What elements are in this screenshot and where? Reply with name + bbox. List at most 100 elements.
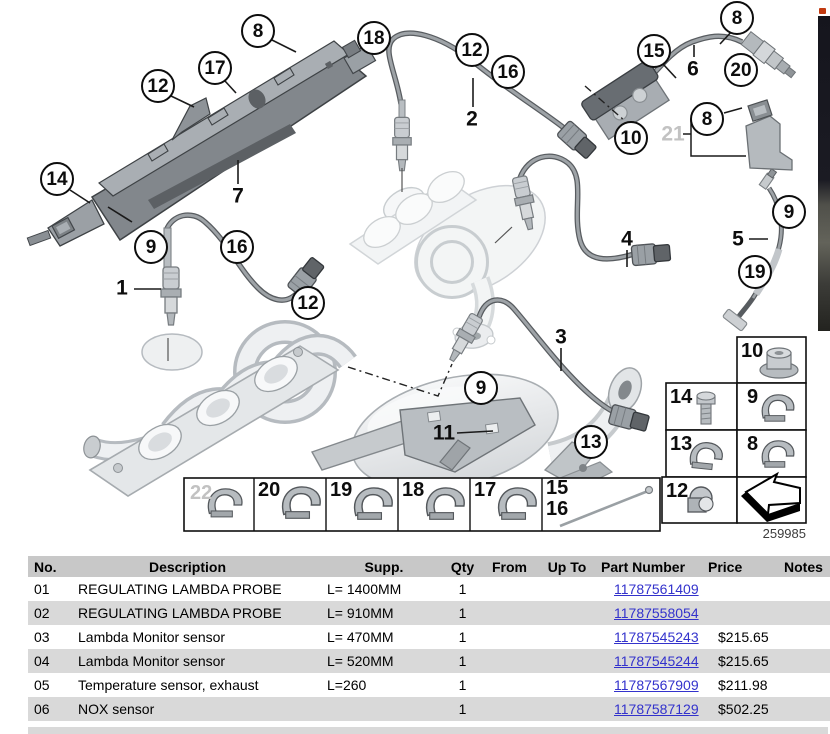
cell-up-to [537,697,597,721]
cell-price: $215.65 [704,649,780,673]
column-header-notes: Notes [780,556,830,577]
cell-from [482,697,537,721]
cable-tie-icon [559,485,654,528]
lambda-probe-1 [160,266,182,326]
part-number-link-11787561409[interactable]: 11787561409 [614,581,699,597]
cell-description: REGULATING LAMBDA PROBE [74,601,325,625]
red-mark [819,8,826,14]
column-header-price: Price [704,556,780,577]
cell-supp: L= 520MM [325,649,443,673]
cell-notes [780,601,830,625]
cell-description: Lambda Monitor sensor [74,649,325,673]
bracket-part-11 [310,397,536,473]
cell-no: 02 [28,601,74,625]
column-header-qty: Qty [443,556,482,577]
cell-qty: 1 [443,577,482,601]
cell-from [482,673,537,697]
bolt-icon [696,391,716,425]
column-header-from: From [482,556,537,577]
cell-supp: L=260 [325,673,443,697]
reference-lines [167,168,513,361]
cell-notes [780,697,830,721]
cell-description: Temperature sensor, exhaust [74,673,325,697]
part-number-cell: 11787558054 [597,601,704,625]
cell-from [482,601,537,625]
cell-notes [780,673,830,697]
cell-notes [780,625,830,649]
column-header-description: Description [74,556,325,577]
cell-description: REGULATING LAMBDA PROBE [74,577,325,601]
cell-supp: L= 470MM [325,625,443,649]
lambda-probes [160,30,797,366]
cell-qty: 1 [443,673,482,697]
cell-no: 04 [28,649,74,673]
cell-from [482,577,537,601]
clip-strip [183,477,661,532]
part-number-link-11787558054[interactable]: 11787558054 [614,605,699,621]
cell-price [704,601,780,625]
bracket-part-21 [683,99,793,171]
part-number-cell: 11787567909 [597,673,704,697]
cell-qty: 1 [443,601,482,625]
cell-from [482,649,537,673]
fastener-panel [661,336,807,524]
cell-no: 01 [28,577,74,601]
column-header-up-to: Up To [537,556,597,577]
dash-dot-lines [347,85,626,397]
part-number-cell: 11787545244 [597,649,704,673]
cell-price: $215.65 [704,625,780,649]
cell-description: Lambda Monitor sensor [74,625,325,649]
figure-number: 259985 [762,526,806,541]
column-header-part-number: Part Number [597,556,704,577]
cell-no: 05 [28,673,74,697]
probe-1-sleeve [163,227,172,271]
cell-qty: 1 [443,649,482,673]
cell-supp: L= 1400MM [325,577,443,601]
column-header-no-: No. [28,556,74,577]
cell-from [482,625,537,649]
cell-notes [780,577,830,601]
cell-price: $502.25 [704,697,780,721]
cell-description: NOX sensor [74,697,325,721]
exhaust-manifold-rear [348,170,546,349]
heat-shield-part-7 [26,39,377,247]
part-number-cell: 11787545243 [597,625,704,649]
cell-up-to [537,649,597,673]
part-number-link-11787567909[interactable]: 11787567909 [614,677,699,693]
next-row-partial [28,727,828,734]
nox-sensor-module [581,60,670,141]
cell-qty: 1 [443,697,482,721]
cell-price [704,577,780,601]
temperature-sensor [722,168,784,332]
cell-qty: 1 [443,625,482,649]
cell-up-to [537,601,597,625]
nut-icon [759,347,799,379]
photo-edge-strip [818,8,830,331]
part-number-link-11787545244[interactable]: 11787545244 [614,653,699,669]
part-number-cell: 11787587129 [597,697,704,721]
cell-no: 06 [28,697,74,721]
sensor-cables [163,30,744,415]
part-number-link-11787545243[interactable]: 11787545243 [614,629,699,645]
part-number-cell: 11787561409 [597,577,704,601]
lambda-probe-2 [392,116,412,172]
cell-no: 03 [28,625,74,649]
cell-up-to [537,625,597,649]
cell-supp [325,697,443,721]
cell-price: $211.98 [704,673,780,697]
diagram-artwork [26,8,830,532]
part-number-link-11787587129[interactable]: 11787587129 [614,701,699,717]
nox-sensor-probe [740,30,797,79]
cell-notes [780,649,830,673]
cell-supp: L= 910MM [325,601,443,625]
clip-12-icon [687,486,714,513]
